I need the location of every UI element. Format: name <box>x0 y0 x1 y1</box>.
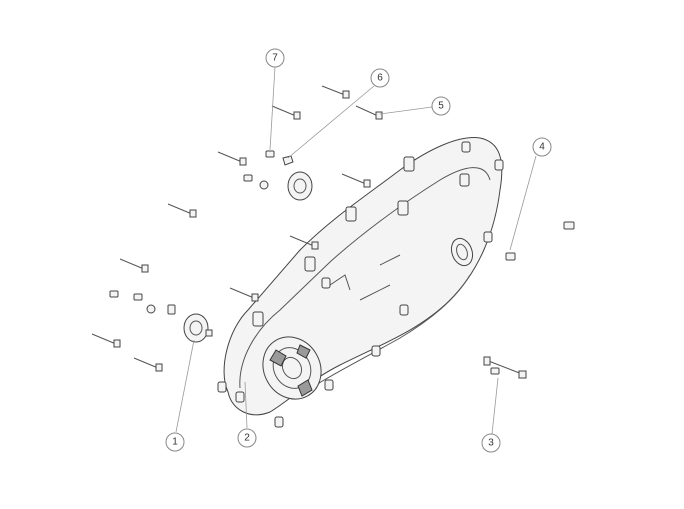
callout-4: 4 <box>532 137 552 157</box>
callout-7: 7 <box>265 48 285 68</box>
dowel-pin <box>243 174 253 182</box>
dowel-pin <box>563 221 575 230</box>
dowel-pin <box>133 293 143 301</box>
leader-lines <box>175 66 537 435</box>
bolt <box>217 151 247 166</box>
washer <box>259 180 269 190</box>
small-fittings <box>109 150 575 315</box>
dowel-pin <box>265 150 275 158</box>
callout-label: 5 <box>438 101 444 112</box>
callout-2: 2 <box>237 428 257 448</box>
bolt <box>133 357 163 372</box>
washer <box>146 304 156 314</box>
callout-label: 6 <box>377 73 383 84</box>
spacer <box>167 304 176 315</box>
bolt-with-fitting <box>483 356 527 379</box>
callout-5: 5 <box>431 96 451 116</box>
oil-seal <box>183 313 213 343</box>
dowel-pin <box>109 290 119 298</box>
bolt <box>119 258 149 273</box>
callout-label: 1 <box>172 437 178 448</box>
bolt <box>229 287 259 302</box>
bolt <box>271 105 301 120</box>
callout-label: 7 <box>272 53 278 64</box>
callout-6: 6 <box>370 68 390 88</box>
callout-3: 3 <box>481 433 501 453</box>
callout-label: 2 <box>244 433 250 444</box>
callout-1: 1 <box>165 432 185 452</box>
transmission-cover <box>217 137 504 428</box>
bolt <box>341 173 371 188</box>
bolt <box>321 85 350 99</box>
callout-label: 4 <box>539 142 545 153</box>
bearing <box>287 171 313 201</box>
dowel-pin <box>505 252 516 261</box>
callout-label: 3 <box>488 438 494 449</box>
washer <box>282 155 294 166</box>
bolt <box>289 235 319 250</box>
bolt <box>355 105 383 120</box>
bolt-set-left <box>91 85 383 372</box>
bolt <box>167 203 197 218</box>
bolt <box>91 333 121 348</box>
